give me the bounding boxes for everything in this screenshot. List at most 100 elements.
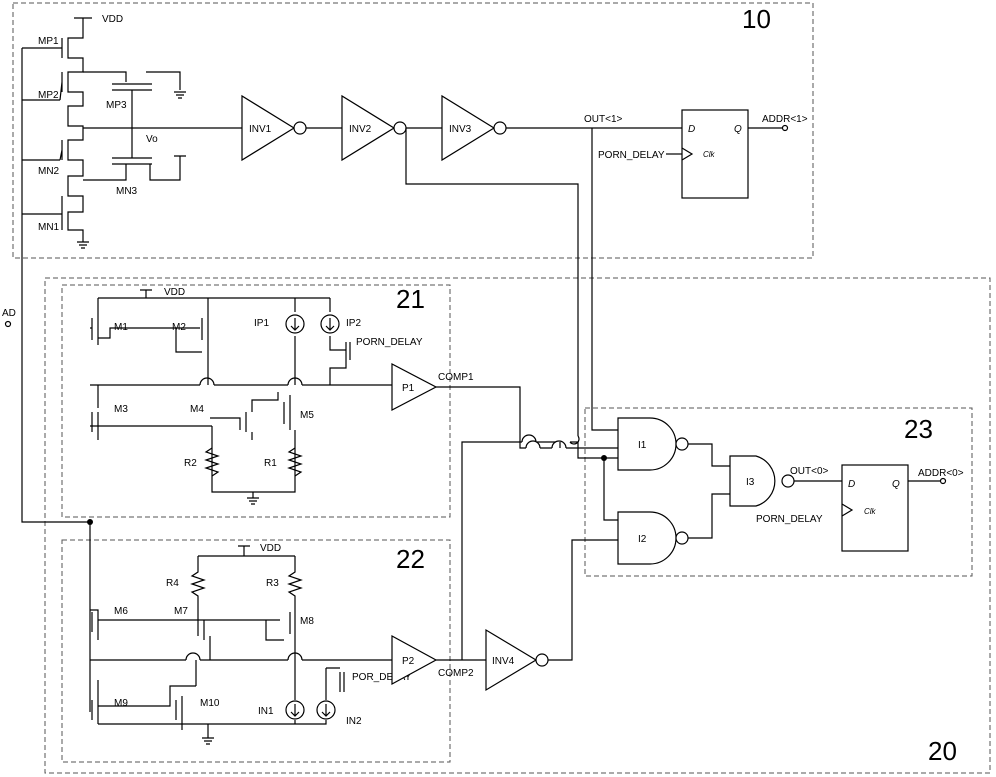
inv4-bubble [535, 653, 549, 667]
i1-i2-to-i3 [688, 443, 730, 539]
por-delay-label-22: POR_DELAY [352, 672, 412, 683]
ip1-arrow [290, 318, 300, 331]
in1-label: IN1 [258, 706, 274, 717]
vdd-rail-22 [198, 545, 295, 557]
addr0-terminal [939, 477, 947, 485]
m4-label: M4 [190, 404, 204, 415]
m8-label: M8 [300, 616, 314, 627]
ad-terminal [4, 320, 12, 328]
m1-m2-devices [90, 298, 209, 385]
vdd-label-22: VDD [260, 543, 281, 554]
i2-bubble [675, 531, 689, 545]
porn-delay-label-1: PORN_DELAY [598, 150, 665, 161]
in1-arrow [290, 704, 300, 717]
stack-10 [67, 32, 84, 242]
i3-symbol [729, 455, 776, 507]
i1-symbol [617, 417, 677, 471]
inv2-label: INV2 [349, 124, 372, 135]
out0-label: OUT<0> [790, 466, 829, 477]
porn-switch-21 [329, 342, 351, 385]
block-20-label: 20 [928, 736, 957, 766]
r2-resistor [204, 447, 220, 477]
vo-label: Vo [146, 134, 158, 145]
dff1-box [681, 109, 749, 199]
addr1-terminal [781, 124, 789, 132]
vdd-rail-10 [74, 17, 92, 32]
addr1-label: ADDR<1> [762, 114, 808, 125]
p1-symbol [391, 363, 438, 411]
ground-22 [202, 724, 214, 745]
m9-m10-devices [91, 660, 295, 730]
ground-mn1 [77, 241, 89, 249]
inv1-label: INV1 [249, 124, 272, 135]
m6-m8-devices [89, 522, 392, 712]
ip1-label: IP1 [254, 318, 269, 329]
out1-label: OUT<1> [584, 114, 623, 125]
mp3-device [83, 71, 186, 128]
ip2-arrow [325, 318, 335, 331]
mn2-label: MN2 [38, 166, 60, 177]
stack-10-gates [59, 38, 63, 230]
inv2-bubble [393, 121, 407, 135]
m3-m5-devices [90, 384, 392, 493]
r1-resistor [287, 447, 303, 477]
vdd-rail-21 [98, 289, 330, 299]
m1-label: M1 [114, 322, 128, 333]
crossover-hops-22 [185, 652, 303, 661]
i2-symbol [617, 511, 677, 565]
inv2-symbol [341, 94, 396, 162]
vdd-label-21: VDD [164, 287, 185, 298]
r2-label: R2 [184, 458, 197, 469]
ad-label: AD [2, 308, 16, 319]
crossover-hops-21 [199, 377, 303, 386]
mn3-device [83, 128, 186, 181]
i1-bubble [675, 437, 689, 451]
mp3-label: MP3 [106, 100, 127, 111]
ip2-label: IP2 [346, 318, 361, 329]
block-10-outline [12, 2, 814, 259]
m10-label: M10 [200, 698, 220, 709]
block-10-label: 10 [742, 4, 771, 34]
mn1-label: MN1 [38, 222, 60, 233]
i1-label: I1 [638, 440, 647, 451]
mp2-label: MP2 [38, 90, 59, 101]
vdd-label-10: VDD [102, 14, 123, 25]
inv4-symbol [485, 628, 538, 692]
inv3-label: INV3 [449, 124, 472, 135]
dff1-clk-arrow [681, 147, 694, 161]
block-23-label: 23 [904, 414, 933, 444]
dff0-clk: Clk [864, 507, 877, 516]
block-23-outline [584, 407, 973, 577]
por-switch-22 [339, 672, 345, 692]
m7-label: M7 [174, 606, 188, 617]
p2-symbol [391, 634, 438, 686]
dff1-q: Q [734, 124, 742, 135]
mn3-label: MN3 [116, 186, 138, 197]
dff0-clk-arrow [841, 503, 854, 517]
inv3-symbol [441, 94, 496, 162]
r1-label: R1 [264, 458, 277, 469]
dff0-q: Q [892, 479, 900, 490]
comp2-label: COMP2 [438, 668, 474, 679]
ad-bus [21, 47, 90, 523]
block-21-label: 21 [396, 284, 425, 314]
inv3-bubble [493, 121, 507, 135]
i2-label: I2 [638, 534, 647, 545]
crossover-hops-23 [521, 434, 580, 449]
porn-delay-label-21: PORN_DELAY [356, 337, 423, 348]
m3-label: M3 [114, 404, 128, 415]
r4-resistor [190, 556, 206, 610]
inv1-bubble [293, 121, 307, 135]
r3-label: R3 [266, 578, 279, 589]
block-22-outline [61, 539, 451, 763]
r3-resistor [287, 556, 303, 610]
dff0-d: D [848, 479, 855, 490]
dff0-box [841, 464, 909, 552]
m5-label: M5 [300, 410, 314, 421]
p2-label: P2 [402, 656, 415, 667]
p1-label: P1 [402, 383, 415, 394]
comp1-label: COMP1 [438, 372, 474, 383]
porn-delay-label-23: PORN_DELAY [756, 514, 823, 525]
ground-21 [247, 492, 259, 505]
